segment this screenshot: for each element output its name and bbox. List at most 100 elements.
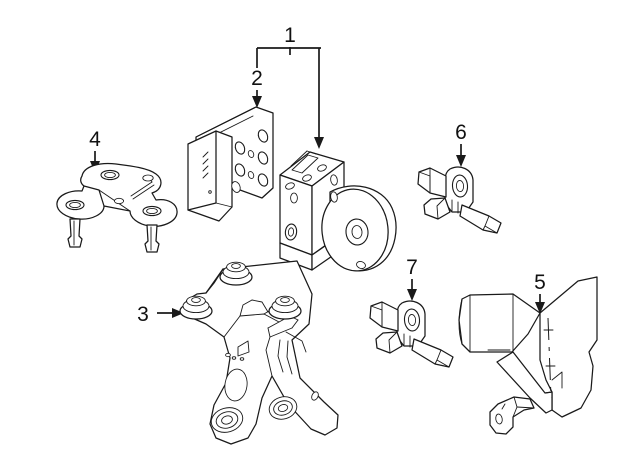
callout-6-arrowhead [456,155,466,167]
callout-label-5: 5 [534,271,546,294]
callout-label-6: 6 [455,121,467,144]
ecu-port-hole-2 [257,151,269,165]
bracket-6-eye-inner [455,179,465,193]
bracket-4-hole-top-inner [104,171,116,179]
ecu-connector-block [187,130,233,222]
ecu-plate-corner-edge [261,187,274,199]
bracket-4-stud-left [67,218,83,248]
bracket-3-bush-left-bore [221,415,233,425]
callout-5-leader [535,294,545,314]
modulator-side-port-2 [330,191,338,203]
bracket-4-hole-mid [113,197,125,205]
ecu-port-hole-1 [257,129,269,143]
ecu-port-hole-6 [231,181,241,193]
bracket-6-arm-ul-tip-fold [418,171,431,194]
bracket-4-hole-right [142,174,154,182]
bracket-3-small-hole-1 [225,352,231,358]
modulator-motor-shaft [351,225,363,239]
bracket-4-hole-lowright-inner [146,207,158,215]
bracket-7-arm-right [411,338,454,368]
callout-2-arrowhead [252,96,262,108]
callout-5-arrowhead [535,302,545,314]
bracket-3-inner-fold-1 [223,313,280,338]
modulator-top-port-2 [317,164,327,172]
part-5-shield [458,276,598,435]
ecu-small-hole-1 [247,150,255,158]
callout-7-leader [407,279,417,301]
bracket-3-notch [237,340,250,357]
bracket-3-rib-f [277,339,284,373]
part-6-insulator-right [417,166,502,234]
bracket-3-small-hole-3 [239,357,245,361]
bracket-3-small-hole-2 [231,356,237,360]
bracket-6-arm-right [459,204,502,234]
bracket-7-arm-upper-left [369,301,399,332]
ecu-small-hole-2 [247,171,255,179]
callout-2-leader [252,90,262,108]
shield-centerline [547,317,552,399]
part-2-control-module [187,106,274,222]
shield-bottom-tab [489,396,535,435]
modulator-front-face-left [279,174,313,256]
modulator-left-port-2-inner [287,227,295,237]
modulator-top-rail-edge [290,150,308,167]
callout-1-arrowhead [314,137,324,149]
ecu-port-hole-3 [257,173,269,187]
shield-tab-mark [501,403,506,410]
bracket-4-hole-left-inner [69,201,81,209]
callout-label-4: 4 [89,128,101,151]
ecu-pin-mark [208,190,212,194]
bracket-6-arm-upper-left [417,167,447,198]
bracket-3-inner-fold-2 [239,299,253,317]
shield-tab-fold-2 [516,406,535,409]
part-4-upper-bracket [56,162,178,253]
bracket-3-lightening-hole [224,368,248,402]
ecu-port-hole-4 [234,141,246,155]
bracket-3-top-left-edge [205,268,224,294]
modulator-top-rail [291,154,319,174]
shield-tab-hole [495,413,503,425]
bracket-3-grommet-left-bore [191,297,201,303]
shield-main-panel [539,276,598,418]
bracket-3-bush-right-bore [277,404,289,412]
bracket-7-arm-ul-tip-fold [370,305,383,328]
bracket-3-body [183,260,339,445]
modulator-top-port-3 [285,182,295,190]
callout-label-7: 7 [406,256,418,279]
bracket-4-rib-2 [132,184,155,200]
shield-flange-edge [544,391,553,394]
ecu-vent-2 [202,158,209,165]
ecu-vent-1 [202,151,209,158]
callout-label-3: 3 [137,303,149,326]
bracket-7-arm-right-tipline [436,359,450,368]
modulator-motor-bolt [356,261,366,269]
ecu-plate-top-edge [195,106,257,138]
callout-3-leader [157,308,184,318]
callout-6-leader [456,144,466,167]
bracket-3-rib-g [286,340,293,375]
modulator-side-port-1 [330,174,338,186]
bracket-7-eye-inner [407,313,417,327]
ecu-vent-3 [202,165,209,172]
bracket-4-stud-right [144,224,160,253]
bracket-3-rib-e [265,336,273,377]
shield-inner-step [551,371,563,389]
callout-label-1: 1 [284,24,296,47]
bracket-3-inner-fold-3 [251,299,269,313]
part-1-modulator [279,150,397,272]
ecu-connector-block-lower-edge [215,202,233,208]
callout-label-2: 2 [251,67,263,90]
modulator-left-port-1 [290,192,298,204]
modulator-top-port-1 [302,174,312,182]
shield-wing-edge-curve [458,298,463,345]
bracket-6-arm-right-tipline [484,225,498,234]
bracket-3-grommet-top-bore [231,263,241,269]
callout-7-arrowhead [407,289,417,301]
modulator-top-rail-cap [306,150,317,155]
ecu-port-hole-5 [234,163,246,177]
bracket-3-leg-hole [311,391,319,401]
bracket-4-rib-1 [130,181,153,197]
shield-left-wing [458,293,541,353]
